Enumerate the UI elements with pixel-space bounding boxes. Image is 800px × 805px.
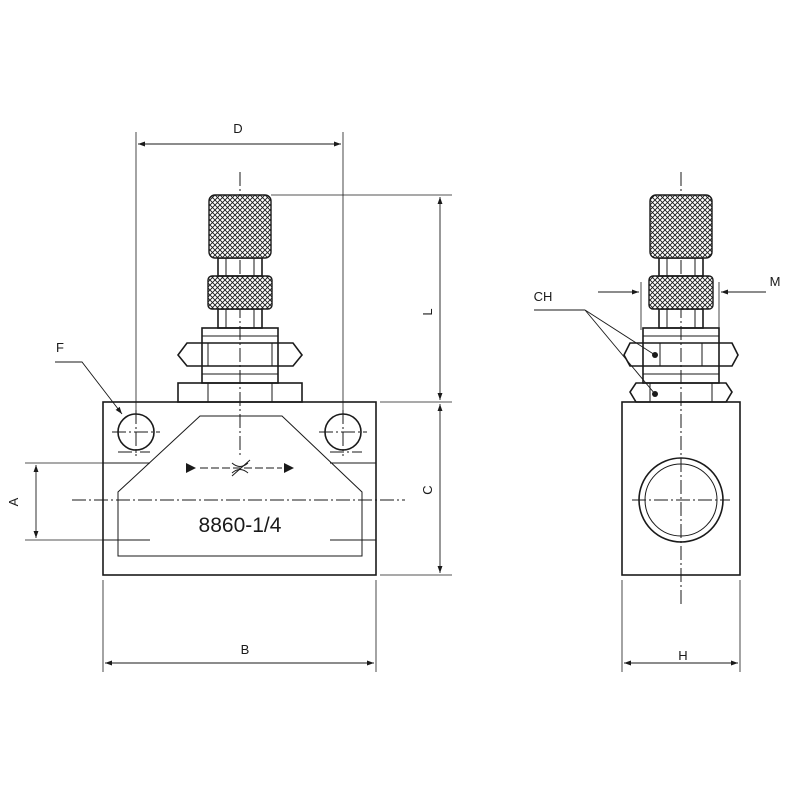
front-view: 8860-1/4 D — [6, 121, 452, 672]
internal-cavity — [117, 415, 363, 557]
label-l: L — [420, 308, 435, 315]
dimension-a: A — [6, 462, 103, 541]
product-code-label: 8860-1/4 — [199, 514, 282, 537]
dimension-h: H — [621, 580, 741, 672]
dimension-m: M — [598, 274, 780, 330]
side-lock-nut — [648, 275, 714, 310]
dimension-d: D — [135, 121, 344, 410]
label-b: B — [241, 642, 250, 657]
label-h: H — [678, 648, 687, 663]
dimension-c: C — [380, 404, 452, 576]
side-hex-nut — [623, 342, 739, 367]
label-d: D — [233, 121, 242, 136]
dimension-b: B — [102, 580, 377, 672]
hex-nut — [176, 342, 304, 367]
leader-ch: CH — [534, 289, 658, 397]
adjust-knob — [208, 194, 272, 259]
label-ch: CH — [534, 289, 553, 304]
leader-f: F — [55, 340, 123, 415]
side-view: M CH H — [534, 172, 780, 672]
lock-nut-knurled — [207, 275, 273, 310]
label-a: A — [6, 497, 21, 506]
flow-arrow-icon — [186, 459, 294, 477]
label-c: C — [420, 485, 435, 494]
label-f: F — [56, 340, 64, 355]
side-adjust-knob — [649, 194, 713, 259]
label-m: M — [770, 274, 781, 289]
dimension-l: L — [271, 194, 452, 403]
